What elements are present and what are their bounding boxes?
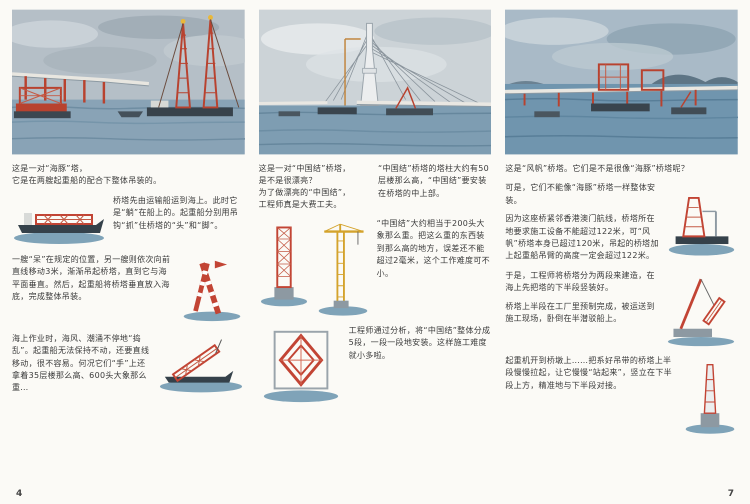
striped-hoisting-poles-illustration xyxy=(183,260,240,321)
intro-line: 这是一对“海豚”塔， xyxy=(12,164,88,173)
tower-crane-illustration xyxy=(318,223,367,316)
intro-line: 它是在两艘起重船的配合下整体吊装的。 xyxy=(12,176,162,186)
tower-segment-on-floats-illustration xyxy=(668,197,735,256)
sail-tower-bridge-illustration xyxy=(505,9,739,155)
tower-segment-illustration xyxy=(260,226,307,307)
left-intro-block: 这是一对“海豚”塔， 它是在两艘起重船的配合下整体吊装的。 xyxy=(12,163,245,188)
paragraph-method: 工程师通过分析，将“中国结”整体分成5段，一段一段地安装。这样施工难度就小多啦。 xyxy=(348,326,491,360)
paragraph-but: 可是，它们不能像“海豚”桥塔一样整体安装。 xyxy=(505,183,656,205)
crane-lifting-tower-half-illustration xyxy=(667,278,735,346)
paragraph-sea-work: 海上作业时，海风、潮涌不停地“捣乱”。起重船无法保持不动，还要直线移动，很不容易… xyxy=(12,333,150,393)
paragraph-weight: “中国结”大约相当于200头大象那么重。把这么重的东西装到那么高的地方，误差还不… xyxy=(376,219,490,278)
paragraph-lift: 起重机开到桥墩上……把系好吊带的桥塔上半段慢慢拉起，让它慢慢“站起来”，竖立在下… xyxy=(505,355,672,390)
intro-line: 为了做漂亮的“中国结”， xyxy=(258,188,351,197)
right-text-block-2: 于是，工程师将桥塔分为两段来建造，在海上先把塔的下半段竖装好。 桥塔上半段在工厂… xyxy=(505,270,658,326)
page-number-left: 4 xyxy=(16,489,23,499)
paragraph-reason: 因为这座桥紧邻香港澳门航线，桥塔所在地要求施工设备不能超过122米，可“风帆”桥… xyxy=(505,214,659,261)
page-middle: 这是一对“中国结”桥塔， 是不是很漂亮？ 为了做漂亮的“中国结”， 工程师真是大… xyxy=(258,8,492,484)
page-number-right: 7 xyxy=(727,489,734,499)
paragraph-transport: 桥塔先由运输船运到海上。此时它是“躺”在船上的。起重船分别用吊钩“抓”住桥塔的“… xyxy=(113,195,239,230)
paragraph-split: 于是，工程师将桥塔分为两段来建造，在海上先把塔的下半段竖装好。 xyxy=(505,270,655,293)
dolphin-tower-hoisting-illustration xyxy=(12,9,245,155)
paragraph-height: “中国结”桥塔的塔柱大约有50层楼那么高，“中国结”要安装在桥塔的中上部。 xyxy=(378,164,489,198)
tower-standing-on-pier-illustration xyxy=(685,363,735,434)
ship-carrying-tower-illustration xyxy=(14,212,104,244)
chinese-knot-tower-illustration xyxy=(258,9,492,155)
intro-line: 这是一对“中国结”桥塔， xyxy=(258,164,351,173)
middle-intro-block: 这是一对“中国结”桥塔， 是不是很漂亮？ 为了做漂亮的“中国结”， 工程师真是大… xyxy=(259,163,372,211)
right-text-block-1: 可是，它们不能像“海豚”桥塔一样整体安装。 因为这座桥紧邻香港澳门航线，桥塔所在… xyxy=(505,182,660,262)
paragraph-prefab: 桥塔上半段在工厂里预制完成，被运送到施工现场，卧倒在半潜驳船上。 xyxy=(505,301,655,323)
paragraph-hoist: 一艘“呆”在规定的位置，另一艘则依次向前直线移动3米，渐渐吊起桥塔，直到它与海平… xyxy=(12,254,171,301)
page-right: 这是“风帆”桥塔。它们是不是很像“海豚”桥塔呢？ 可是，它们不能像“海豚”桥塔一… xyxy=(505,8,739,484)
chinese-knot-structure-illustration xyxy=(263,330,338,403)
page-left: 这是一对“海豚”塔， 它是在两艘起重船的配合下整体吊装的。 桥塔先由运输船运到海… xyxy=(12,8,245,484)
tower-tilted-on-ship-illustration xyxy=(159,339,242,393)
intro-line: 工程师真是大费工夫。 xyxy=(258,200,342,209)
intro-line: 是不是很漂亮？ xyxy=(258,176,317,185)
right-intro: 这是“风帆”桥塔。它们是不是很像“海豚”桥塔呢？ xyxy=(505,164,690,173)
